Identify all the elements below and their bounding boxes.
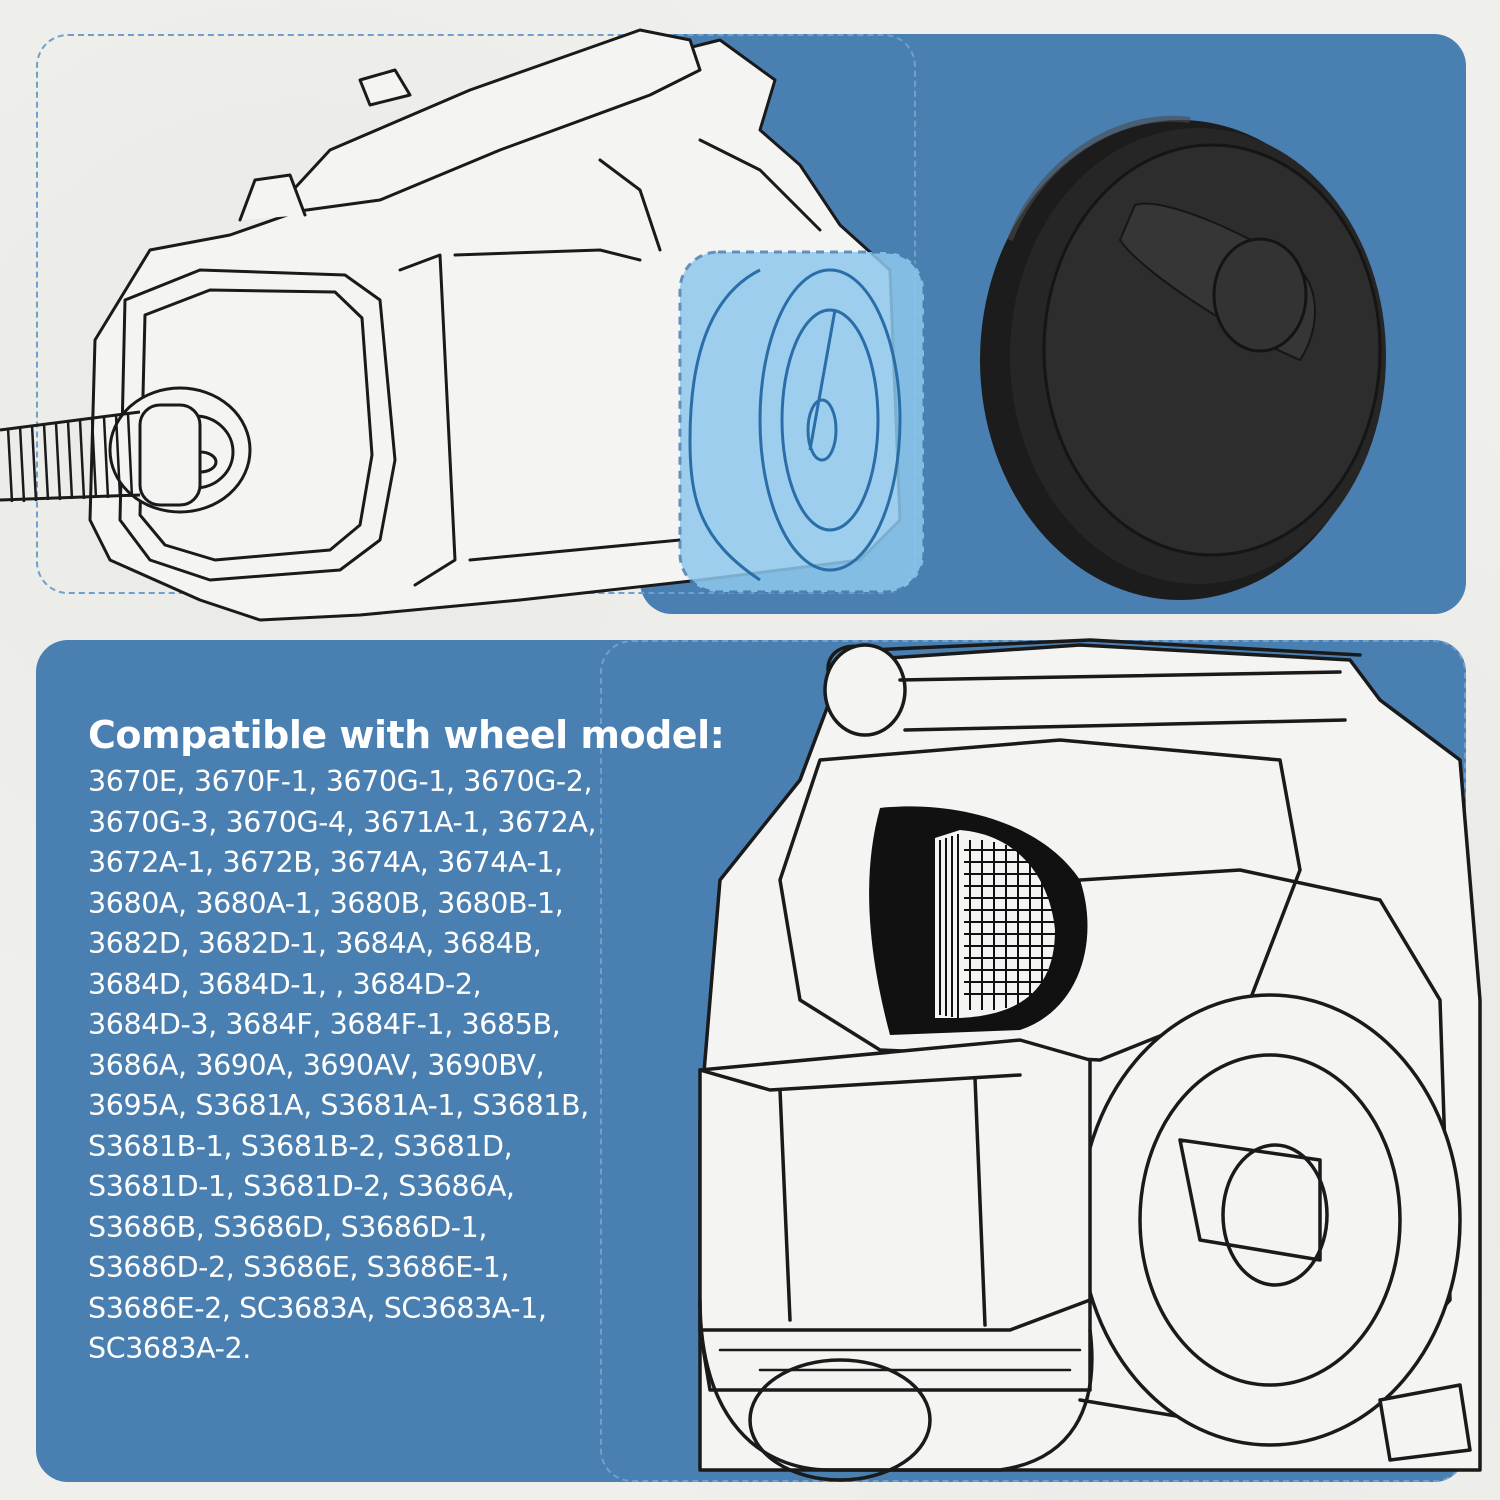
model-list-line: 3682D, 3682D-1, 3684A, 3684B, bbox=[88, 927, 542, 960]
model-list-line: 3686A, 3690A, 3690AV, 3690BV, bbox=[88, 1048, 545, 1082]
compatibility-block: Compatible with wheel model: 3670E, 3670… bbox=[88, 712, 728, 1370]
model-list-line: S3686B, S3686D, S3686D-1, bbox=[88, 1210, 488, 1244]
compatibility-heading: Compatible with wheel model: bbox=[88, 713, 725, 757]
model-list-line: S3681D-1, S3681D-2, S3686A, bbox=[88, 1170, 515, 1203]
highlighted-wheel bbox=[869, 806, 1088, 1035]
model-list-line: 3684D, 3684D-1, , 3684D-2, bbox=[88, 967, 482, 1001]
model-list-line: S3686E-2, SC3683A, SC3683A-1, bbox=[88, 1291, 547, 1325]
model-list-line: 3680A, 3680A-1, 3680B, 3680B-1, bbox=[88, 886, 564, 920]
model-list-line: 3672A-1, 3672B, 3674A, 3674A-1, bbox=[88, 846, 563, 879]
model-list-line: SC3683A-2. bbox=[88, 1332, 251, 1365]
black-wheel-photo bbox=[980, 115, 1386, 600]
model-list-line: S3681B-1, S3681B-2, S3681D, bbox=[88, 1129, 513, 1163]
model-list-line: 3670E, 3670F-1, 3670G-1, 3670G-2, bbox=[88, 765, 593, 798]
model-list-line: S3686D-2, S3686E, S3686E-1, bbox=[88, 1251, 510, 1284]
model-list-line: 3670G-3, 3670G-4, 3671A-1, 3672A, bbox=[88, 805, 597, 839]
model-list-line: 3684D-3, 3684F, 3684F-1, 3685B, bbox=[88, 1008, 561, 1041]
model-list-line: 3695A, S3681A, S3681A-1, S3681B, bbox=[88, 1089, 589, 1122]
